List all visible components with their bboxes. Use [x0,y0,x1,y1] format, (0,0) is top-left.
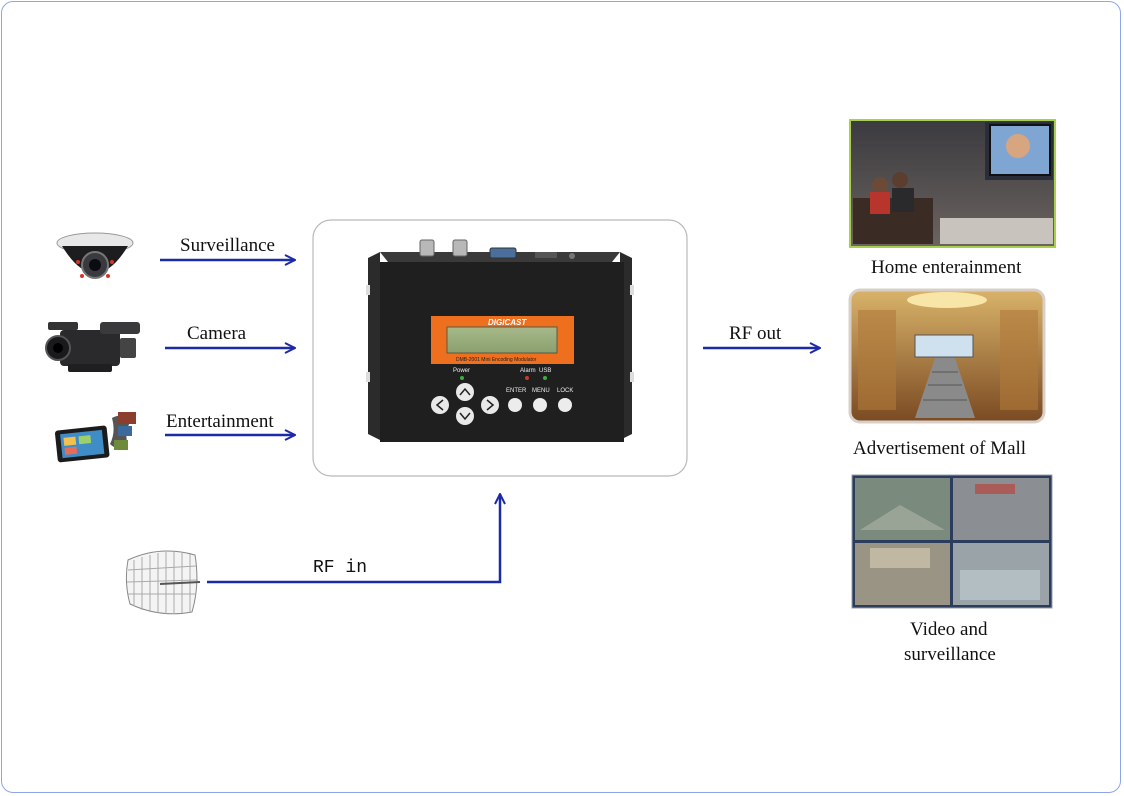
video-label-line1: Video and [910,619,988,640]
encoder-modulator-device: DIGICAST DMB-2001 Mini Encoding Modulato… [366,239,634,442]
left-button[interactable] [431,396,449,414]
lcd-screen [446,326,558,354]
dome-camera-icon [56,232,134,279]
mall-advertisement-image [848,288,1046,424]
usb-led [543,376,547,380]
power-label: Power [453,368,470,374]
tablet-media-icon [54,412,136,463]
usb-label: USB [539,368,551,374]
home-entertainment-label: Home enterainment [871,257,1022,278]
up-button[interactable] [456,383,474,401]
device-brand: DIGICAST [488,318,527,327]
rf-out-label: RF out [729,323,782,344]
right-button[interactable] [481,396,499,414]
power-led [460,376,464,380]
camcorder-icon [45,322,140,372]
rf-connector-2 [452,239,468,257]
vga-port [489,247,517,259]
menu-label: MENU [532,388,550,394]
rf-in-label: RF in [313,558,367,578]
usb-port [535,252,557,258]
surveillance-label: Surveillance [180,235,275,256]
home-entertainment-image [849,119,1056,248]
entertainment-label: Entertainment [166,411,274,432]
alarm-label: Alarm [520,368,536,374]
menu-button[interactable] [533,398,547,412]
alarm-led [525,376,529,380]
lock-button[interactable] [558,398,572,412]
down-button[interactable] [456,407,474,425]
mall-advertisement-label: Advertisement of Mall [853,438,1026,459]
grid-antenna-icon [125,550,201,615]
enter-label: ENTER [506,388,527,394]
video-surveillance-image [851,474,1053,609]
rf-connector-1 [419,239,435,257]
camera-label: Camera [187,323,247,344]
rf-in-arrow [207,494,500,584]
device-model: DMB-2001 Mini Encoding Modulator [456,357,537,363]
enter-button[interactable] [508,398,522,412]
video-label-line2: surveillance [904,644,996,665]
lock-label: LOCK [557,388,573,394]
